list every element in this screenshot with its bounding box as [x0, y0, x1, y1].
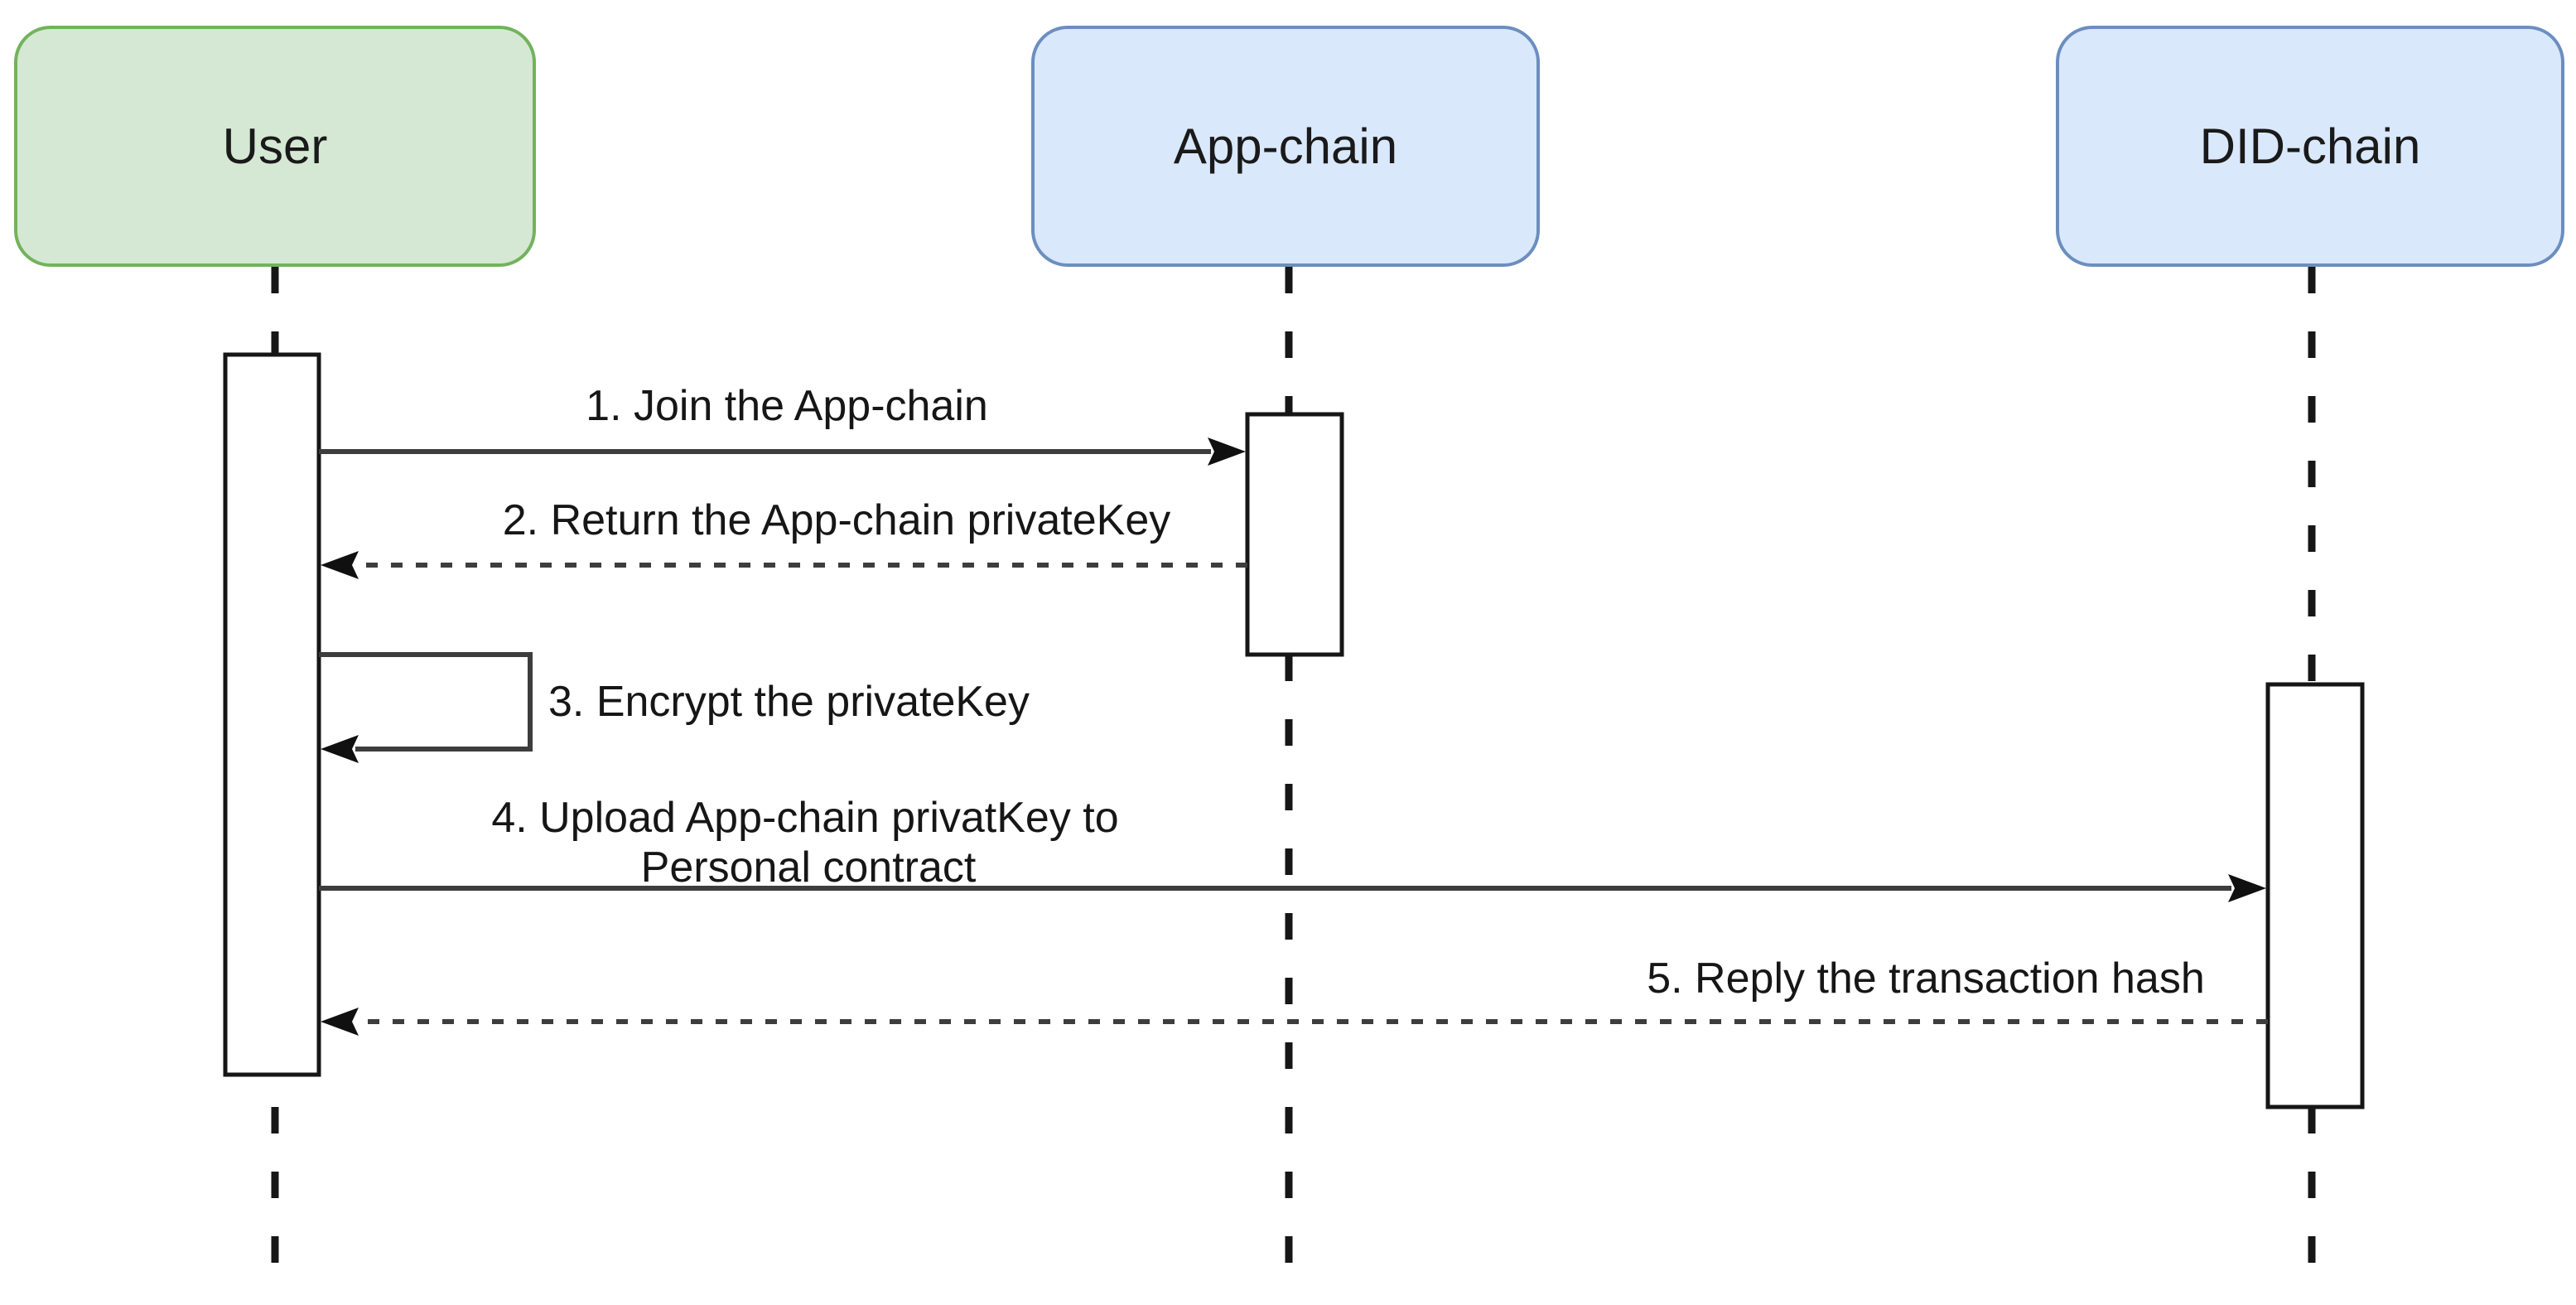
actor-user: User: [14, 26, 536, 267]
actor-app-chain-label: App-chain: [1174, 118, 1397, 174]
actor-did-chain-label: DID-chain: [2200, 118, 2421, 174]
message-1-label: 1. Join the App-chain: [586, 382, 988, 430]
message-4-label-line1: 4. Upload App-chain privatKey to: [491, 794, 1118, 842]
activation-user: [223, 352, 321, 1077]
actor-user-label: User: [223, 118, 328, 174]
actor-app-chain: App-chain: [1031, 26, 1540, 267]
message-4-arrowhead-icon: [2228, 874, 2266, 902]
message-2-arrowhead-icon: [321, 551, 359, 579]
activation-bars: [223, 352, 2365, 1109]
message-4-label-line2: Personal contract: [641, 843, 977, 892]
message-4-upload-private-key: 4. Upload App-chain privatKey to Persona…: [319, 794, 2266, 902]
message-3-encrypt-private-key: 3. Encrypt the privateKey: [319, 652, 1030, 763]
message-5-label: 5. Reply the transaction hash: [1647, 955, 2205, 1003]
actor-user-box: [14, 26, 536, 267]
activation-did-chain: [2265, 682, 2365, 1109]
message-3-self-loop-line: [319, 652, 533, 752]
actor-did-chain-box: [2056, 26, 2564, 267]
message-2-return-private-key: 2. Return the App-chain privateKey: [321, 496, 1247, 579]
message-1-arrowhead-icon: [1208, 437, 1246, 466]
message-3-arrowhead-icon: [321, 735, 359, 763]
actor-app-chain-box: [1031, 26, 1540, 267]
message-5-reply-transaction-hash: 5. Reply the transaction hash: [321, 955, 2268, 1036]
message-3-label: 3. Encrypt the privateKey: [548, 678, 1030, 726]
activation-app-chain: [1245, 412, 1344, 657]
lifelines: [271, 267, 2316, 1299]
actor-did-chain: DID-chain: [2056, 26, 2564, 267]
message-2-label: 2. Return the App-chain privateKey: [503, 496, 1170, 544]
message-5-arrowhead-icon: [321, 1008, 359, 1036]
message-1-join-app-chain: 1. Join the App-chain: [319, 382, 1246, 466]
